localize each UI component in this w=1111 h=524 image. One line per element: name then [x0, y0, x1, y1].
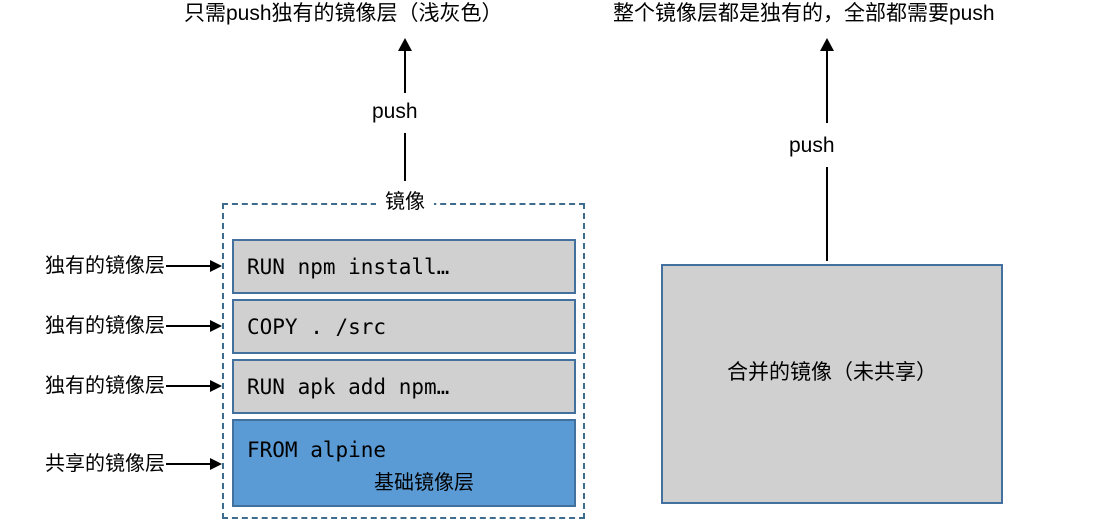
layer-box-from-alpine[interactable]: FROM alpine 基础镜像层 — [232, 419, 576, 507]
layer-box-run-npm-install[interactable]: RUN npm install… — [232, 239, 576, 294]
side-arrowhead-icon-2 — [210, 320, 222, 332]
side-arrow-line-3 — [166, 385, 211, 387]
layer-command-text: FROM alpine — [247, 438, 387, 462]
side-label-unique-layer-3: 独有的镜像层 — [45, 375, 165, 397]
side-arrow-line-1 — [166, 265, 211, 267]
right-push-arrow-upper-segment — [826, 50, 828, 123]
layer-command-text: RUN npm install… — [247, 255, 450, 279]
base-layer-sub-label: 基础镜像层 — [374, 472, 474, 494]
right-push-label: push — [789, 134, 835, 157]
side-arrow-line-4 — [166, 463, 211, 465]
side-arrowhead-icon-1 — [210, 260, 222, 272]
layer-command-text: COPY . /src — [247, 315, 387, 339]
side-arrowhead-icon-4 — [210, 458, 222, 470]
left-panel-title: 只需push独有的镜像层（浅灰色） — [184, 2, 503, 25]
right-panel-title: 整个镜像层都是独有的，全部都需要push — [613, 2, 995, 25]
left-push-label: push — [372, 100, 418, 123]
layer-box-copy-src[interactable]: COPY . /src — [232, 299, 576, 354]
side-label-unique-layer-1: 独有的镜像层 — [45, 255, 165, 277]
side-arrowhead-icon-3 — [210, 380, 222, 392]
layer-command-text: RUN apk add npm… — [247, 375, 450, 399]
side-label-unique-layer-2: 独有的镜像层 — [45, 315, 165, 337]
left-push-arrow-lower-segment — [404, 133, 406, 181]
right-push-arrowhead-icon — [820, 38, 834, 51]
layer-box-run-apk-add-npm[interactable]: RUN apk add npm… — [232, 359, 576, 414]
left-push-arrowhead-icon — [398, 38, 412, 51]
merged-image-label: 合并的镜像（未共享） — [727, 361, 937, 384]
side-arrow-line-2 — [166, 325, 211, 327]
left-push-arrow-upper-segment — [404, 50, 406, 93]
merged-image-box[interactable]: 合并的镜像（未共享） — [661, 264, 1003, 504]
right-push-arrow-lower-segment — [826, 167, 828, 261]
image-group-label: 镜像 — [376, 190, 434, 214]
side-label-shared-layer: 共享的镜像层 — [45, 453, 165, 475]
